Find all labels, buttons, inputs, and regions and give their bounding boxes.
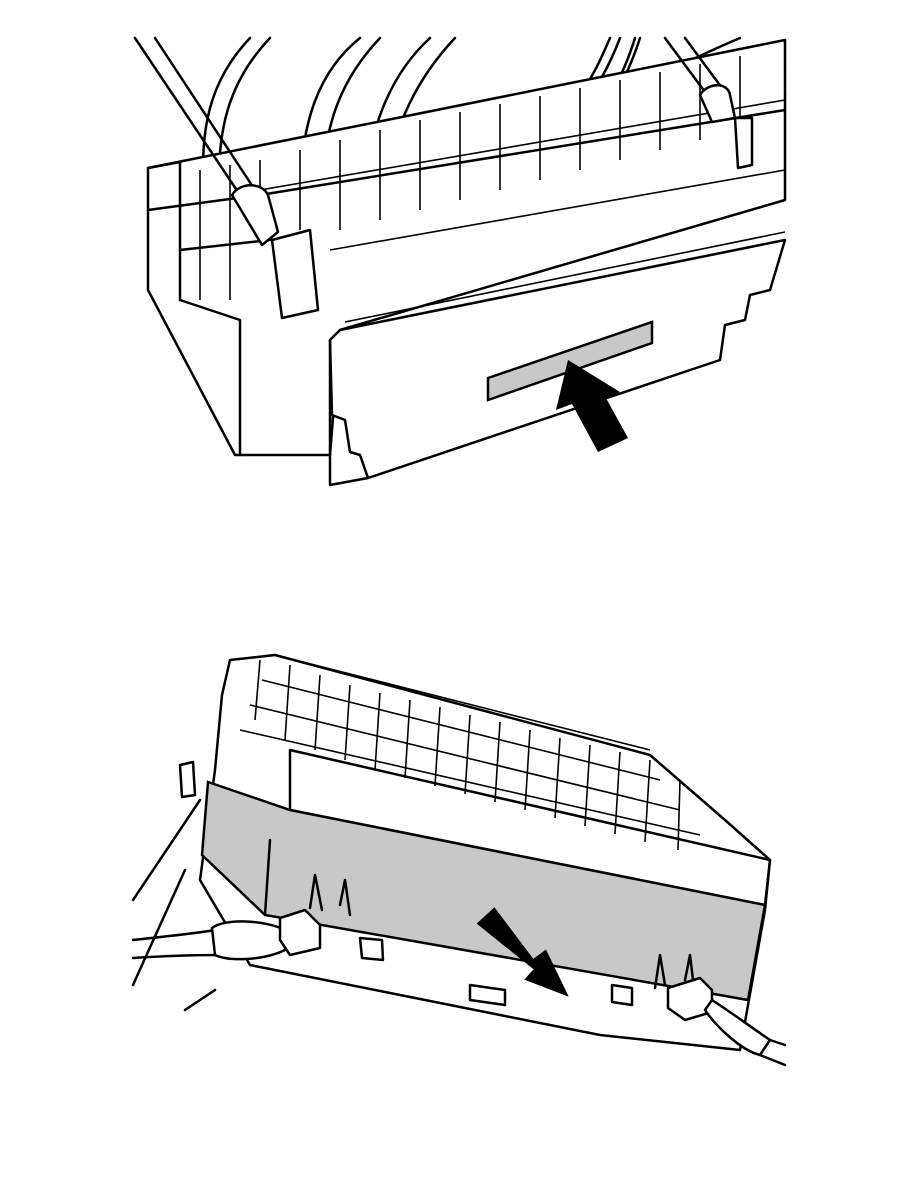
figure-bottom-connector (131, 653, 787, 1067)
lock-panel-highlight (200, 780, 767, 1002)
cavity-grid (199, 56, 786, 300)
figure-top-connector (133, 36, 787, 487)
probe-tool-left (133, 36, 242, 197)
arrow-icon (476, 907, 569, 997)
arrow-icon (556, 360, 628, 452)
cavity-grid (239, 654, 701, 851)
probe-tool-right (698, 84, 737, 124)
lock-slot-highlight (486, 320, 654, 402)
